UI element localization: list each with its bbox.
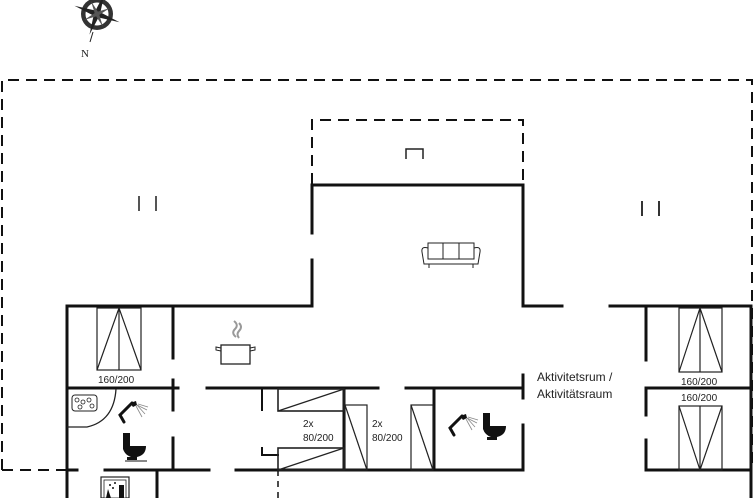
bunk-1-count: 2x <box>303 419 314 430</box>
upper-terrace-outline <box>311 119 524 184</box>
fireplace-icon <box>405 148 424 159</box>
terrace-outline <box>1 79 753 470</box>
bed-right-bottom-size: 160/200 <box>681 393 718 404</box>
walls <box>65 183 753 498</box>
bed-left-size: 160/200 <box>98 375 135 386</box>
bed-right-top-size: 160/200 <box>681 377 718 388</box>
cooking-pot-icon <box>215 320 256 365</box>
bunk-bed-2 <box>344 404 434 471</box>
activity-room-label-2: Aktivitätsraum <box>537 387 612 401</box>
toilet-icon-left <box>123 433 147 462</box>
north-label: N <box>81 48 89 60</box>
compass-icon <box>74 0 120 43</box>
sofa-icon <box>421 242 481 268</box>
toilet-icon-right <box>483 413 506 440</box>
washing-machine-icon <box>100 476 130 498</box>
shower-icon-left <box>118 401 149 424</box>
whirlpool-icon <box>67 388 117 428</box>
shower-icon-right <box>448 414 479 437</box>
bunk-2-count: 2x <box>372 419 383 430</box>
bed-left <box>96 306 142 371</box>
bed-right-top <box>678 306 723 373</box>
window-icon-left <box>138 196 157 211</box>
window-icon-right <box>641 201 660 216</box>
activity-room-label-1: Aktivitetsrum / <box>537 370 613 384</box>
bunk-2-size: 80/200 <box>372 433 403 444</box>
bunk-1-size: 80/200 <box>303 433 334 444</box>
bunk-bed-1 <box>277 388 345 471</box>
bed-right-bottom <box>678 405 723 472</box>
